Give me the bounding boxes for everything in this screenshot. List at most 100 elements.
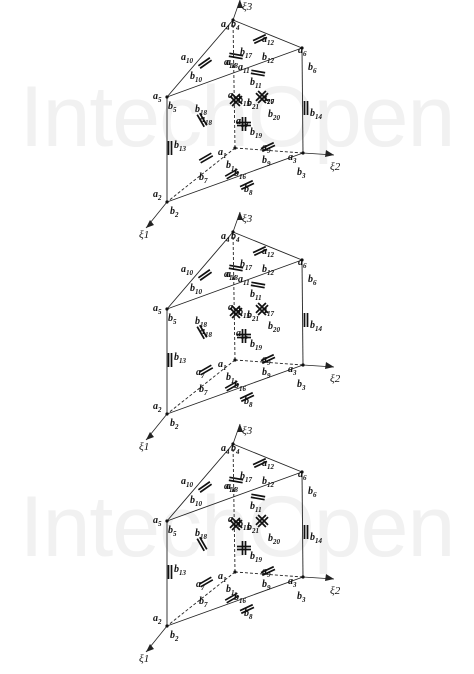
point-label-b13: b13 [174,140,187,153]
mark-line [255,516,267,528]
point-label-b3: b3 [297,591,306,604]
element-mark [197,269,213,281]
mark-line [257,302,269,314]
element-mark [224,380,240,392]
edge-line [166,571,236,627]
vertex-dot [301,151,305,155]
edge-line [166,19,234,98]
point-label-a3: a3 [288,364,297,377]
mark-line [257,92,269,104]
mark-line [198,364,212,373]
mark-line [196,114,205,128]
mark-line [239,603,254,612]
mark-line [229,264,244,269]
point-label-b12: b12 [262,52,275,65]
mark-line [229,517,241,529]
point-label-b20: b20 [268,321,281,334]
mark-line [260,565,275,574]
element-mark [260,565,276,577]
axis-label: ξ2 [330,161,341,173]
point-label-a1: a1 [218,359,227,372]
point-label-a2: a2 [153,401,162,414]
element-mark [197,57,213,69]
mark-line [253,36,268,45]
mark-line [239,391,254,400]
mark-line [252,457,267,466]
vertex-dot [165,412,169,416]
element-mark [250,69,266,77]
mark-line [224,168,238,177]
mark-line [231,93,243,105]
vertex-dot [165,307,169,311]
mark-line [229,52,244,57]
mark-line [198,576,212,585]
mark-line [255,90,267,102]
mark-line [231,307,243,319]
point-label-b14: b14 [310,320,323,333]
mark-line [197,481,211,491]
point-label-a7: a7 [196,579,205,592]
vertex-dot [301,575,305,579]
mark-line [231,519,243,531]
element-mark [229,517,243,531]
edge-line [166,576,304,627]
watermark-top: IntechOpen [19,69,456,165]
mark-line [228,479,243,484]
point-label-b20: b20 [268,109,281,122]
mark-line [231,95,243,107]
point-label-b5: b5 [168,525,177,538]
edge-line [166,147,236,203]
mark-line [226,171,240,180]
point-label-a10: a10 [181,52,194,65]
element-mark [255,514,269,528]
element-mark [224,592,240,604]
element-mark [255,302,269,316]
element-mark [196,536,208,552]
edge-line [166,47,303,98]
vertex-dot [165,519,169,523]
element-mark [198,576,214,588]
point-label-a11: a11 [238,62,250,75]
element-mark [229,305,243,319]
mark-line [231,517,243,529]
mark-line [261,144,276,153]
vertex-dot [165,200,169,204]
element-mark [229,305,243,319]
edge-line [232,443,236,573]
point-label-b19: b19 [250,127,263,140]
point-label-a10: a10 [181,264,194,277]
element-mark [255,90,269,104]
point-label-a1: a1 [218,571,227,584]
element-mark [255,90,269,104]
point-label-b4: b4 [231,231,240,244]
element-mark [303,313,309,327]
arrow-head [325,574,334,581]
edge-line [232,443,303,473]
point-label-a4: a4 [221,231,230,244]
element-mark [239,603,255,615]
vertex-dot [233,146,237,150]
arrow-head [325,150,334,157]
axis-label: ξ2 [330,373,341,385]
vertex-dot [231,18,235,22]
element-mark [198,364,214,376]
axis-label: ξ1 [139,229,149,241]
prism-panel-bottom: ξ3ξ2ξ1a1a2a3a4a5a6a7a9a10a12a13a14a15b1b… [139,423,341,665]
mark-line [255,92,267,104]
mark-line [257,514,269,526]
arrow-head [237,0,243,8]
element-mark [303,525,309,539]
mark-line [231,305,243,317]
element-mark [255,302,269,316]
mark-line [261,568,276,577]
arrow-head [146,644,154,652]
mark-line [224,592,238,601]
mark-line [229,95,241,107]
point-label-a9: a9 [262,566,271,579]
element-mark [196,112,208,128]
point-label-b16: b16 [234,592,247,605]
edge-line [166,443,234,522]
mark-line [250,496,265,501]
mark-line [196,538,205,552]
edge-line [166,471,303,522]
